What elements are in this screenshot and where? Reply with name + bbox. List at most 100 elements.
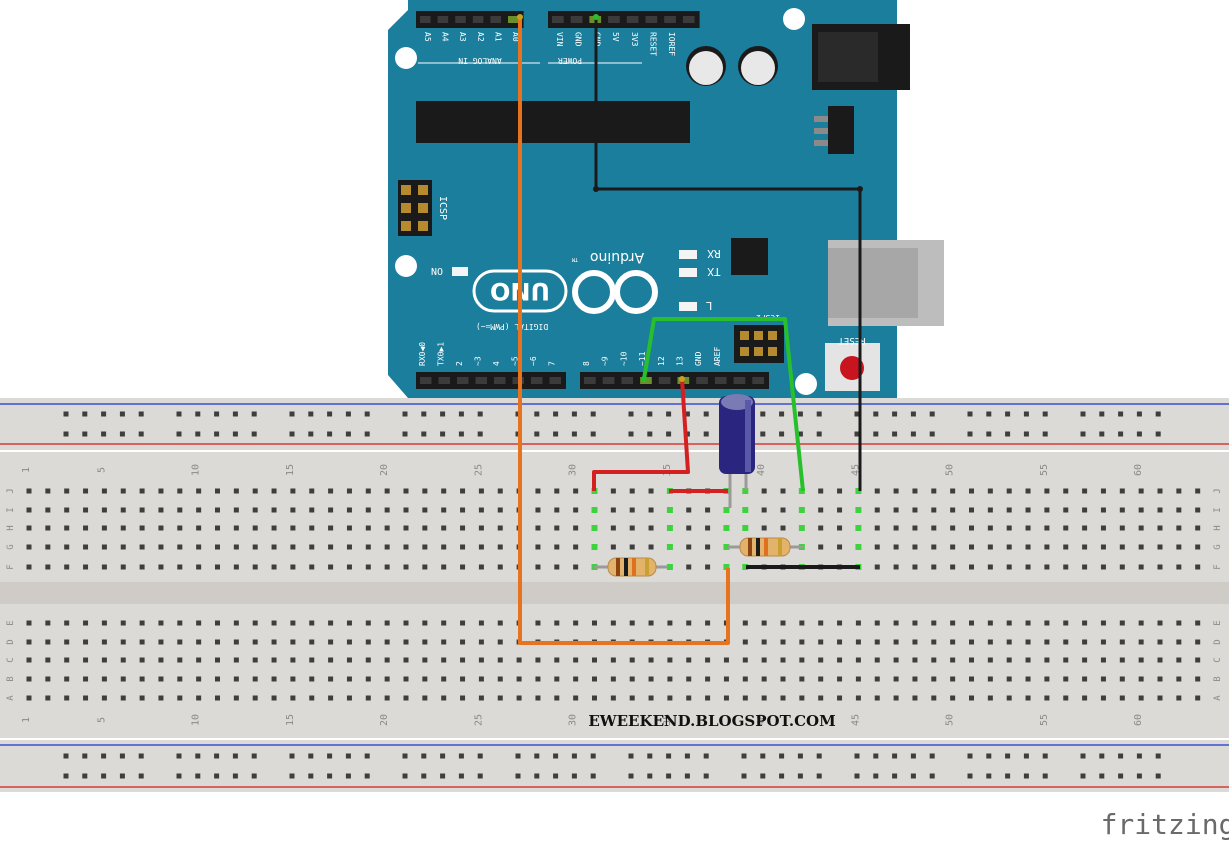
rail-hole: [553, 411, 559, 417]
hole: [592, 695, 597, 701]
rail-hole: [421, 411, 427, 417]
rail-hole: [797, 773, 803, 779]
hole: [629, 488, 635, 494]
hole: [309, 525, 315, 531]
header-pin: [455, 16, 466, 23]
hole: [177, 525, 183, 531]
rail-hole: [1136, 773, 1142, 779]
rail-hole: [1099, 431, 1105, 437]
rail-hole: [1042, 411, 1048, 417]
hole: [893, 676, 899, 682]
rx-led: [679, 250, 697, 259]
icsp-header: [398, 180, 432, 236]
rail-hole: [101, 753, 107, 759]
power-pin-label: RESET: [649, 32, 658, 56]
rail-hole: [421, 753, 427, 759]
hole: [64, 639, 70, 645]
hole: [535, 525, 541, 531]
hole: [365, 525, 371, 531]
power-pin-label: 5V: [611, 32, 620, 42]
rail-hole: [1005, 773, 1011, 779]
tx-led: [679, 268, 697, 277]
rail-hole: [364, 753, 370, 759]
hole: [1157, 544, 1163, 550]
hole: [101, 544, 107, 550]
hole: [573, 544, 579, 550]
hole: [931, 657, 937, 663]
hole: [1138, 695, 1144, 701]
rail-hole: [308, 773, 314, 779]
hole: [1025, 639, 1031, 645]
hole: [874, 620, 880, 626]
rail-hole: [176, 773, 182, 779]
hole: [309, 564, 315, 570]
hole: [441, 507, 447, 513]
hole: [384, 525, 390, 531]
rail-hole: [967, 753, 973, 759]
header-pin: [645, 16, 658, 23]
hole: [196, 564, 202, 570]
regulator-pin: [814, 140, 828, 146]
header-pin: [733, 377, 746, 384]
hole: [177, 676, 183, 682]
hole: [64, 525, 70, 531]
hole: [233, 525, 239, 531]
reset-label: RESET: [838, 335, 866, 345]
hole: [1063, 695, 1069, 701]
hole: [309, 639, 315, 645]
hole: [120, 525, 126, 531]
hole: [1082, 564, 1088, 570]
digital-header-label: DIGITAL (PWM=~): [476, 322, 548, 331]
hole: [1025, 544, 1031, 550]
hole: [309, 676, 315, 682]
rail-hole: [421, 431, 427, 437]
hole: [610, 676, 616, 682]
hole: [610, 488, 616, 494]
rail-hole: [1155, 753, 1161, 759]
hole: [780, 639, 786, 645]
hole: [497, 564, 503, 570]
hole: [196, 695, 202, 701]
connected-hole: [742, 564, 749, 570]
hole: [252, 544, 258, 550]
connected-hole: [855, 525, 862, 531]
rail-hole: [440, 431, 446, 437]
hole: [83, 564, 89, 570]
hole: [516, 657, 522, 663]
hole: [233, 695, 239, 701]
hole: [139, 695, 145, 701]
hole: [705, 676, 711, 682]
hole: [1006, 657, 1012, 663]
rail-hole: [138, 431, 144, 437]
hole: [1100, 676, 1106, 682]
hole: [384, 488, 390, 494]
hole: [309, 695, 315, 701]
connected-hole: [742, 525, 749, 531]
rail-hole: [854, 753, 860, 759]
rail-hole: [327, 431, 333, 437]
hole: [1025, 564, 1031, 570]
hole: [1025, 676, 1031, 682]
hole: [215, 639, 220, 645]
hole: [761, 525, 767, 531]
column-number: 5: [96, 717, 107, 723]
rail-hole: [458, 753, 464, 759]
rail-hole: [1118, 773, 1124, 779]
rail-hole: [797, 431, 803, 437]
row-letter: D: [1213, 639, 1223, 644]
rail-hole: [402, 431, 408, 437]
hole: [196, 544, 202, 550]
power-header: [548, 11, 700, 28]
hole: [780, 676, 786, 682]
rail-hole: [910, 431, 916, 437]
hole: [290, 507, 296, 513]
hole: [1176, 639, 1182, 645]
hole: [573, 488, 579, 494]
hole: [460, 544, 466, 550]
row-letter: H: [6, 525, 16, 530]
digital-pin-label: 4: [492, 361, 501, 366]
hole: [177, 639, 183, 645]
hole: [64, 695, 70, 701]
connected-hole: [798, 525, 805, 531]
hole: [346, 620, 352, 626]
